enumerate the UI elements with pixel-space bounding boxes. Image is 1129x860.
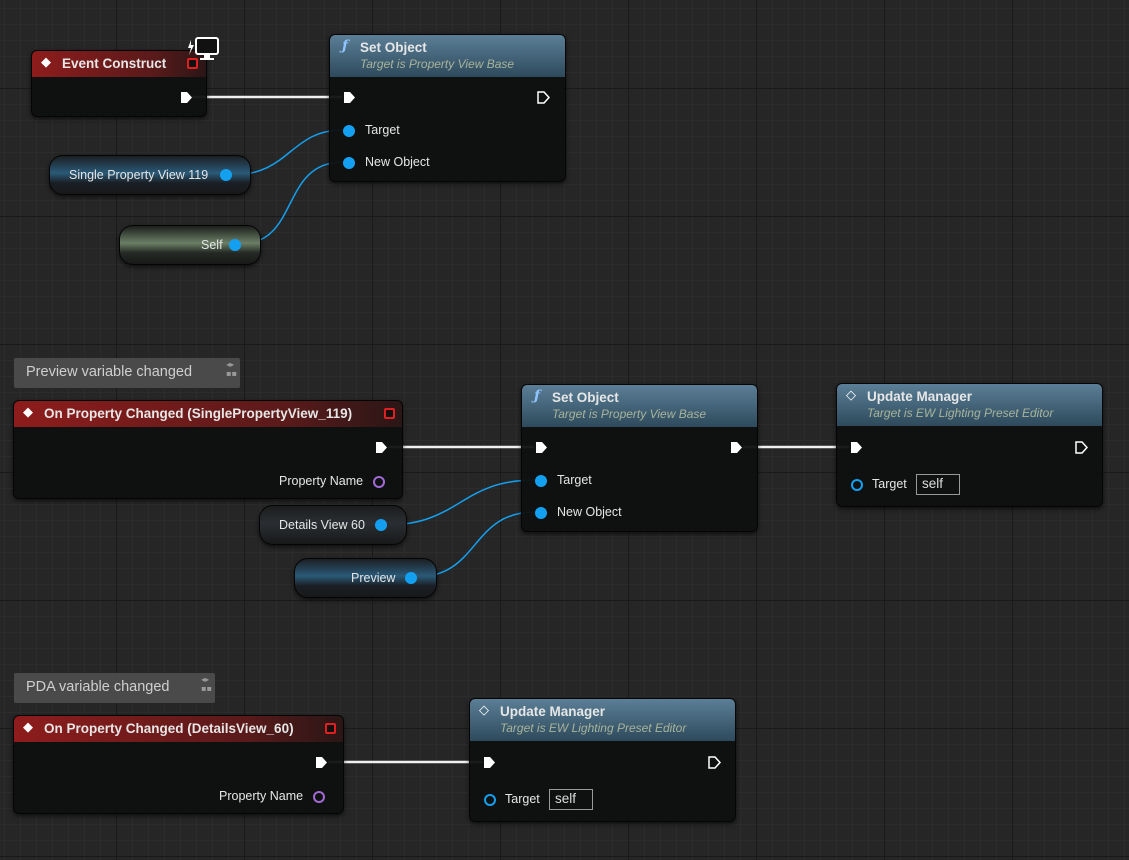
exec-in-pin[interactable]: [535, 441, 548, 454]
target-pin[interactable]: [851, 479, 863, 491]
target-pin-label: Target: [365, 123, 400, 137]
node-subtitle: Target is Property View Base: [552, 407, 707, 421]
target-pin[interactable]: [484, 794, 496, 806]
single-property-view-variable-node[interactable]: Single Property View 119: [49, 155, 251, 195]
output-pin[interactable]: [405, 572, 417, 584]
target-default-value-field[interactable]: self: [549, 789, 593, 810]
event-icon: ◆: [23, 405, 33, 420]
node-subtitle: Target is EW Lighting Preset Editor: [867, 406, 1054, 420]
on-property-changed-node[interactable]: ◆ On Property Changed (SinglePropertyView…: [13, 400, 403, 499]
event-icon: ◆: [41, 55, 51, 70]
target-default-value-field[interactable]: self: [916, 474, 960, 495]
node-title: Set Object: [360, 40, 427, 55]
property-name-pin[interactable]: [313, 791, 325, 803]
comment-bubble[interactable]: Preview variable changed ◂▸▪▪: [14, 358, 240, 388]
event-construct-node[interactable]: ◆ Event Construct: [31, 50, 207, 117]
output-pin[interactable]: [375, 519, 387, 531]
exec-out-pin[interactable]: [375, 441, 388, 454]
on-property-changed-node[interactable]: ◆ On Property Changed (DetailsView_60) Pr…: [13, 715, 344, 814]
variable-label: Single Property View 119: [69, 168, 209, 182]
exec-in-pin[interactable]: [850, 441, 863, 454]
target-pin[interactable]: [343, 125, 355, 137]
property-name-pin-label: Property Name: [279, 474, 364, 488]
target-pin-label: Target: [505, 792, 540, 806]
target-pin[interactable]: [535, 475, 547, 487]
preview-variable-node[interactable]: Preview: [294, 558, 437, 598]
output-pin[interactable]: [229, 239, 241, 251]
exec-out-pin[interactable]: [1075, 441, 1088, 454]
property-name-pin-label: Property Name: [219, 789, 304, 803]
output-pin[interactable]: [220, 169, 232, 181]
function-call-icon: ◇: [846, 388, 856, 403]
event-icon: ◆: [23, 720, 33, 735]
exec-out-pin[interactable]: [708, 756, 721, 769]
exec-out-pin[interactable]: [537, 91, 550, 104]
variable-label: Self: [201, 238, 223, 252]
function-icon: ƒ: [342, 38, 349, 54]
breakpoint-icon[interactable]: [384, 408, 395, 419]
variable-label: Details View 60: [279, 518, 365, 532]
node-title: Update Manager: [500, 704, 606, 719]
exec-in-pin[interactable]: [483, 756, 496, 769]
object-wire: [385, 479, 536, 526]
details-view-variable-node[interactable]: Details View 60: [259, 505, 407, 545]
property-name-pin[interactable]: [373, 476, 385, 488]
node-header: ◆ On Property Changed (DetailsView_60): [14, 716, 343, 742]
exec-out-pin[interactable]: [180, 91, 193, 104]
comment-bubble[interactable]: PDA variable changed ◂▸▪▪: [14, 673, 215, 703]
client-monitor-icon: [188, 37, 219, 60]
node-title: Event Construct: [62, 56, 167, 71]
target-pin-label: Target: [557, 473, 592, 487]
node-header: ◆ On Property Changed (SinglePropertyView…: [14, 401, 402, 427]
node-subtitle: Target is EW Lighting Preset Editor: [500, 721, 687, 735]
node-title: On Property Changed (DetailsView_60): [44, 721, 294, 736]
node-title: Set Object: [552, 390, 619, 405]
exec-out-pin[interactable]: [315, 756, 328, 769]
node-title: On Property Changed (SinglePropertyView_…: [44, 406, 353, 421]
node-title: Update Manager: [867, 389, 973, 404]
node-subtitle: Target is Property View Base: [360, 57, 515, 71]
new-object-pin[interactable]: [343, 157, 355, 169]
pin-comment-icon[interactable]: ◂▸▪▪: [201, 675, 212, 693]
breakpoint-icon[interactable]: [325, 723, 336, 734]
function-call-icon: ◇: [479, 703, 489, 718]
comment-text: Preview variable changed: [26, 364, 193, 380]
function-icon: ƒ: [534, 388, 541, 404]
node-header: ◆ Event Construct: [32, 51, 206, 77]
target-pin-label: Target: [872, 477, 907, 491]
new-object-pin-label: New Object: [365, 155, 430, 169]
exec-in-pin[interactable]: [343, 91, 356, 104]
exec-out-pin[interactable]: [730, 441, 743, 454]
comment-text: PDA variable changed: [26, 679, 170, 695]
breakpoint-icon[interactable]: [187, 58, 198, 69]
new-object-pin-label: New Object: [557, 505, 622, 519]
new-object-pin[interactable]: [535, 507, 547, 519]
self-node[interactable]: Self: [119, 225, 261, 265]
pin-comment-icon[interactable]: ◂▸▪▪: [226, 360, 237, 378]
variable-label: Preview: [351, 571, 396, 585]
